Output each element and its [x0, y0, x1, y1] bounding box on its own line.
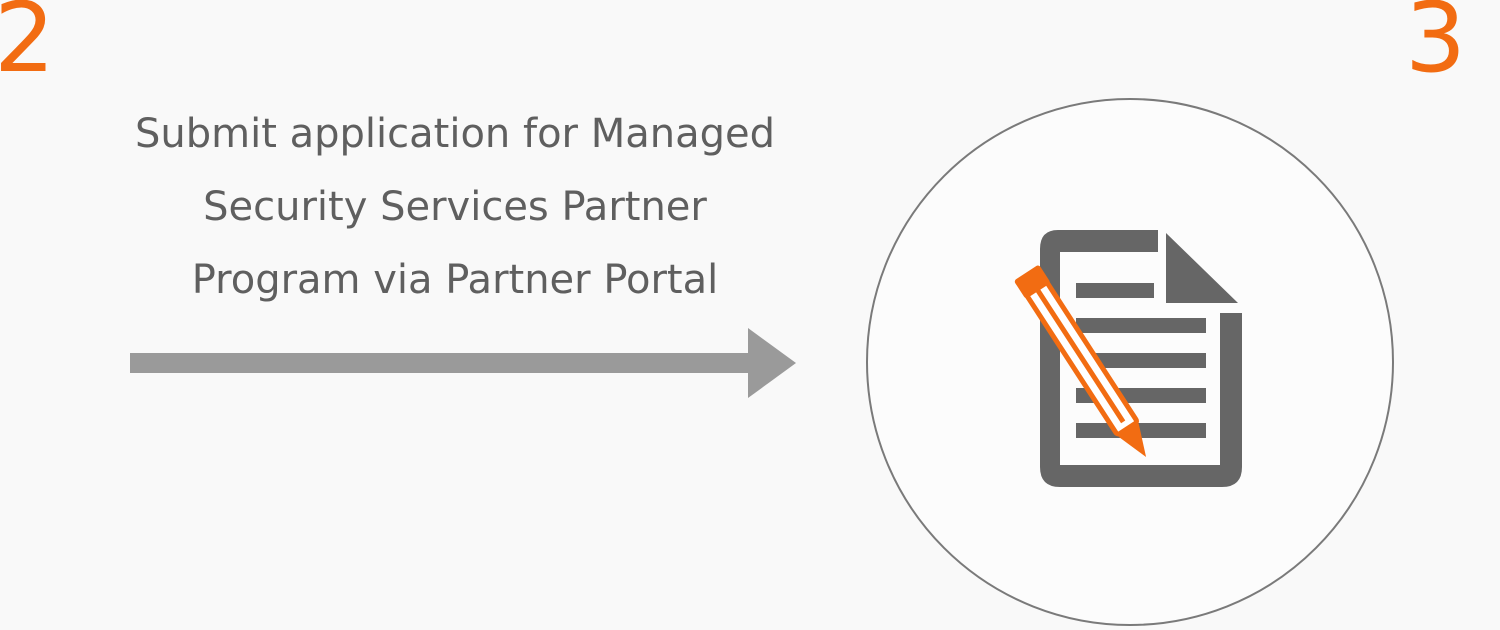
arrow-shaft: [130, 353, 755, 373]
caption-line-3: Program via Partner Portal: [191, 257, 719, 303]
step-number-next: 3: [1405, 0, 1467, 94]
document-line-5: [1076, 423, 1206, 438]
document-line-3: [1076, 353, 1206, 368]
document-folded-corner: [1166, 233, 1238, 303]
document-line-2: [1076, 318, 1206, 333]
caption-line-2: Security Services Partner: [203, 184, 707, 230]
step-number-previous: 2: [0, 0, 56, 94]
pencil-icon: [1014, 265, 1147, 458]
caption-line-1: Submit application for Managed: [135, 111, 775, 157]
right-arrow-icon: [130, 328, 796, 398]
document-line-1: [1076, 283, 1154, 298]
document-with-pencil-icon: [1014, 230, 1242, 487]
arrow-head: [748, 328, 796, 398]
step-caption: Submit application for Managed Security …: [70, 98, 840, 317]
document-outline: [1040, 230, 1242, 487]
